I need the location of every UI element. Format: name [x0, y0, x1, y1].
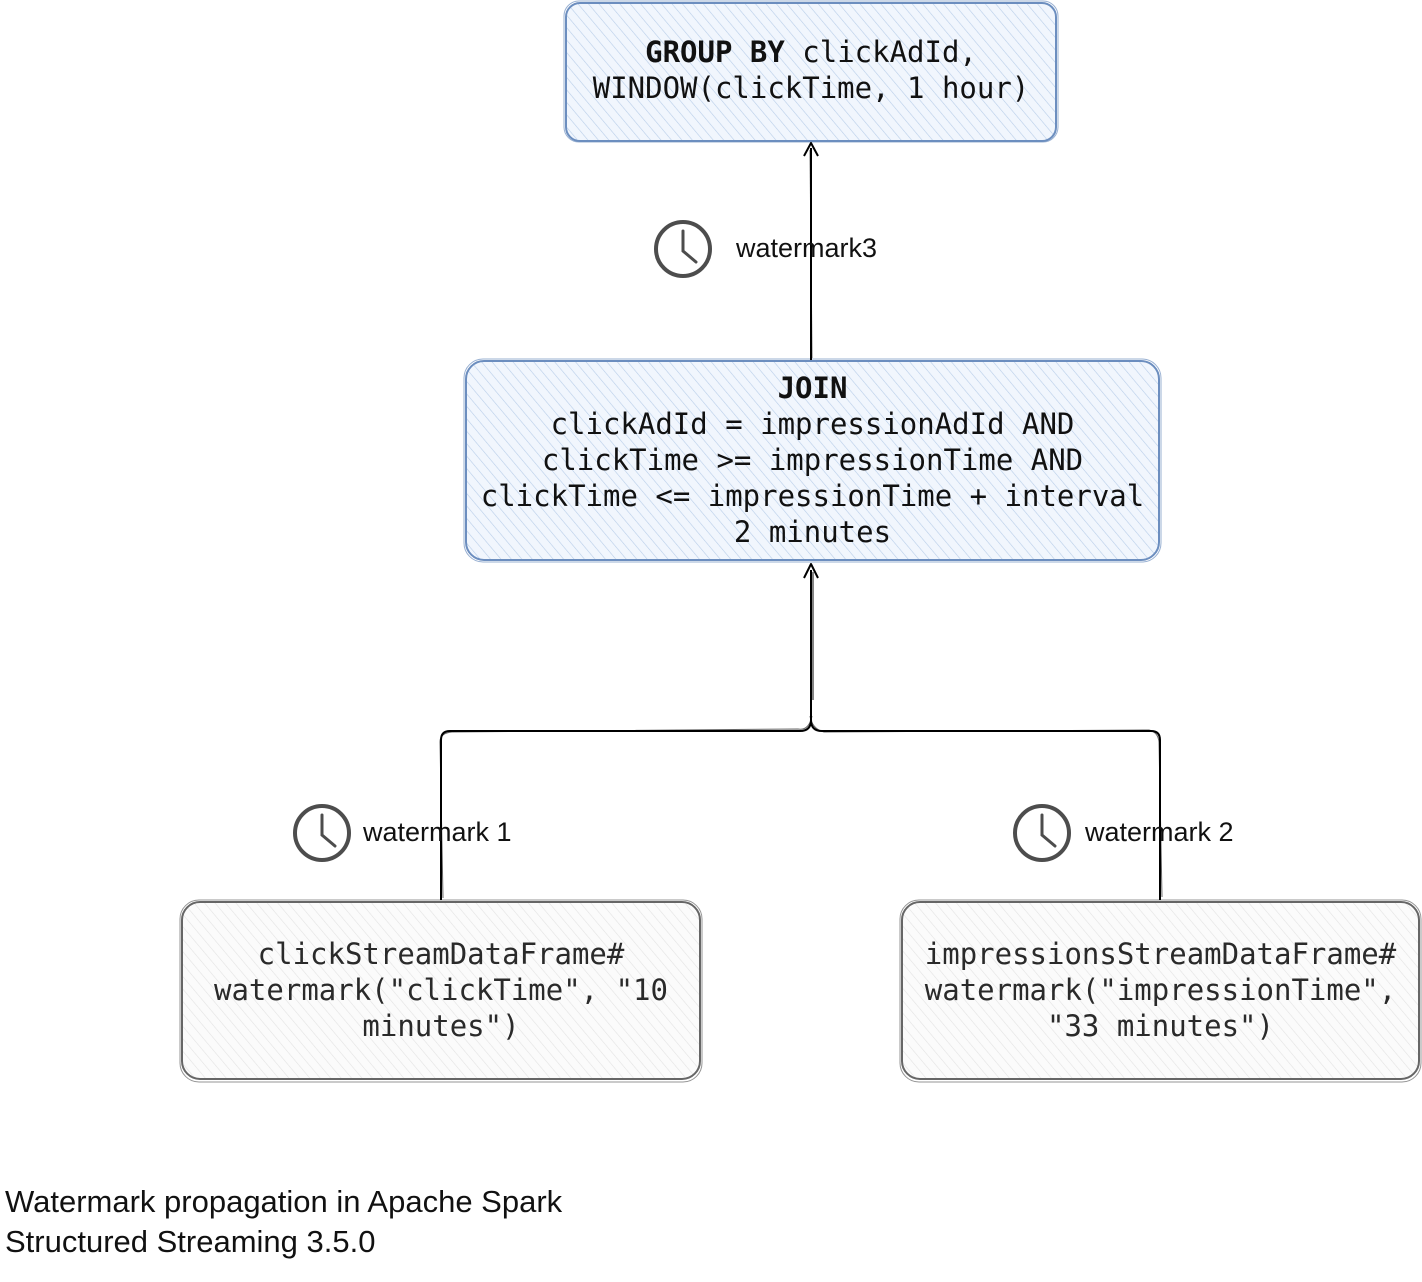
click-stream-text: clickStreamDataFrame# watermark("clickTi…	[182, 936, 700, 1044]
join-text: JOIN clickAdId = impressionAdId AND clic…	[462, 370, 1163, 550]
click-stream-line-1: clickStreamDataFrame#	[257, 937, 625, 971]
click-stream-line-3: minutes")	[362, 1009, 520, 1043]
edge-join-to-groupby	[803, 142, 819, 360]
clock-icon-watermark-2	[1013, 804, 1071, 862]
watermark-2-label: watermark 2	[1085, 817, 1234, 847]
impressions-stream-line-3: "33 minutes")	[1047, 1009, 1274, 1043]
join-node[interactable]	[463, 358, 1162, 563]
click-stream-node[interactable]	[179, 899, 703, 1083]
caption-line-2: Structured Streaming 3.5.0	[5, 1224, 376, 1259]
group-by-line-1: GROUP BY clickAdId,	[566, 34, 1056, 70]
impressions-stream-line-2: watermark("impressionTime",	[924, 973, 1397, 1007]
join-condition-line-4: 2 minutes	[733, 515, 892, 549]
join-keyword: JOIN	[777, 371, 848, 405]
clock-icon-watermark-3	[654, 220, 712, 278]
join-condition-line-1: clickAdId = impressionAdId AND	[550, 407, 1075, 441]
group-by-keyword: GROUP BY	[645, 35, 785, 69]
click-stream-line-2: watermark("clickTime", "10	[214, 973, 668, 1007]
impressions-stream-line-1: impressionsStreamDataFrame#	[924, 937, 1397, 971]
diagram-caption: Watermark propagation in Apache Spark St…	[5, 1182, 562, 1262]
group-by-text: GROUP BY clickAdId, WINDOW(clickTime, 1 …	[566, 34, 1056, 106]
group-by-node[interactable]	[563, 0, 1059, 143]
group-by-line-2: WINDOW(clickTime, 1 hour)	[592, 71, 1030, 105]
join-condition-line-3: clickTime <= impressionTime + interval	[480, 479, 1145, 513]
impressions-stream-node[interactable]	[899, 899, 1422, 1083]
caption-line-1: Watermark propagation in Apache Spark	[5, 1184, 563, 1219]
watermark-1-label: watermark 1	[363, 817, 512, 847]
watermark-3-label: watermark3	[736, 233, 878, 263]
impressions-stream-text: impressionsStreamDataFrame# watermark("i…	[902, 936, 1419, 1044]
clock-icon-watermark-1	[293, 804, 351, 862]
edge-streams-to-join	[439, 563, 1163, 900]
group-by-fields: clickAdId,	[784, 35, 977, 69]
join-condition-line-2: clickTime >= impressionTime AND	[541, 443, 1084, 477]
